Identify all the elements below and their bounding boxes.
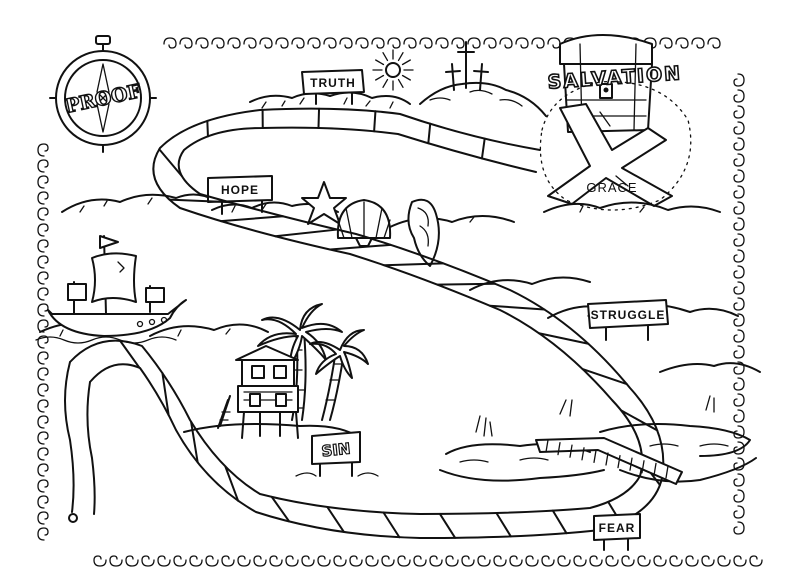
x-mark-icon (547, 103, 673, 207)
grace-label: GRACE (586, 180, 637, 195)
shell-icon (336, 199, 392, 247)
fear-sign: FEAR (593, 513, 641, 551)
struggle-sign-label: STRUGGLE (591, 308, 666, 322)
sin-sign: SIN (295, 431, 379, 477)
bridge (535, 437, 683, 485)
crosses-icon (445, 41, 489, 91)
hope-sign-label: HOPE (221, 183, 259, 197)
struggle-sign: STRUGGLE (587, 299, 669, 341)
swirl-border (37, 37, 763, 567)
island-ground (183, 423, 361, 439)
trail-start (68, 513, 78, 523)
ship-icon (35, 235, 187, 344)
sin-sign-label: SIN (321, 440, 352, 461)
dotted-circle (539, 81, 692, 211)
truth-sign-label: TRUTH (310, 76, 356, 90)
sun-icon (372, 49, 414, 91)
calvary-hill (419, 81, 547, 117)
truth-sign: TRUTH (301, 69, 365, 105)
starfish-icon (301, 181, 347, 225)
compass-icon: PROOF (49, 35, 157, 153)
truth-hill (249, 91, 411, 109)
hope-sign: HOPE (207, 175, 273, 215)
conch-icon (407, 198, 440, 267)
hills (39, 193, 761, 373)
compass-label: PROOF (63, 80, 143, 118)
stilt-house-icon (217, 345, 299, 439)
fear-sign-label: FEAR (599, 521, 636, 535)
winding-trail (64, 107, 665, 539)
